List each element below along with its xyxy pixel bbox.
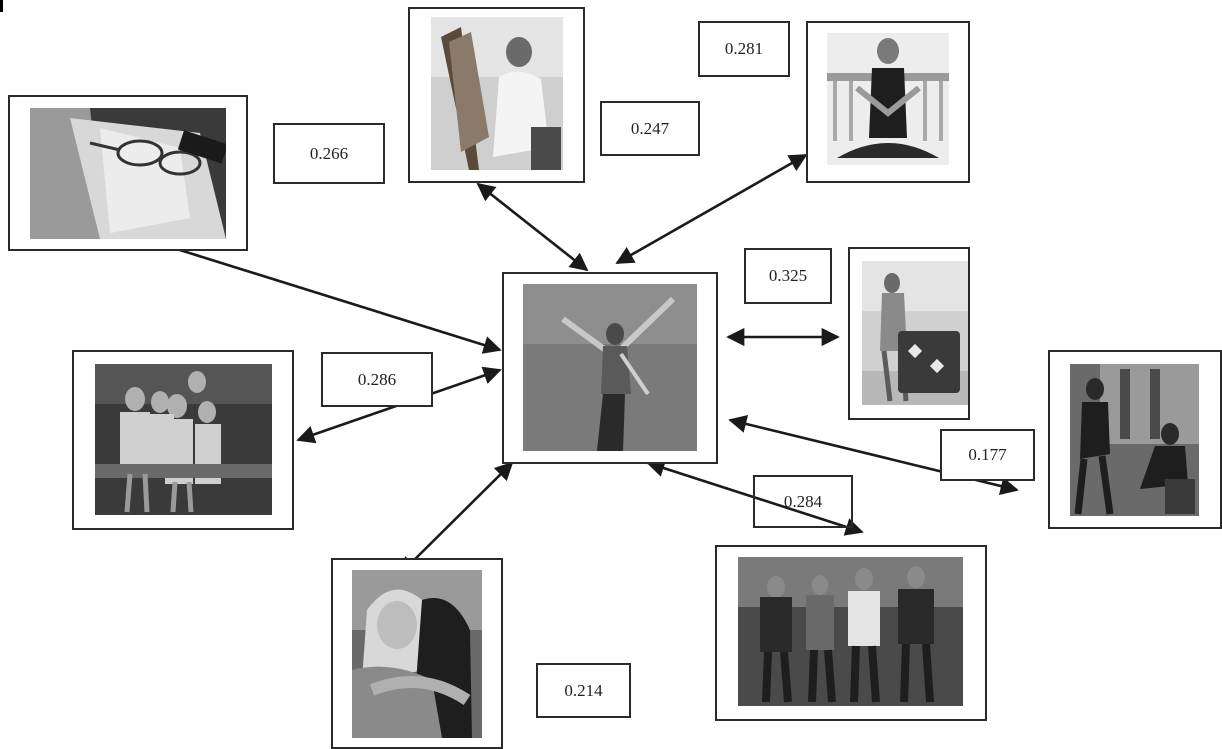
walking-group-photo [738, 557, 963, 706]
arrow-painter [476, 182, 589, 272]
arrow-hug [398, 461, 514, 576]
center-outstretched-arms-photo [523, 284, 697, 451]
woman-hugging-dog-photo [352, 570, 482, 738]
travel-suitcase-photo [862, 261, 968, 405]
family-group-photo [95, 364, 272, 515]
corner-mark [0, 0, 3, 12]
books-glasses-photo [30, 108, 226, 239]
score-label-dancing: 0.177 [940, 429, 1035, 481]
yoga-photo [827, 33, 949, 165]
score-label-yoga: 0.281 [698, 21, 790, 77]
score-label-painter: 0.247 [600, 101, 700, 156]
arrow-yoga [615, 153, 808, 265]
score-label-hug: 0.214 [536, 663, 631, 718]
painter-photo [431, 17, 563, 170]
score-label-books: 0.266 [273, 123, 385, 184]
score-label-family: 0.286 [321, 352, 433, 407]
arrow-books [133, 232, 502, 354]
dancing-couple-photo [1070, 364, 1199, 516]
score-label-travel: 0.325 [744, 248, 832, 304]
arrow-walking [646, 459, 864, 536]
score-label-walking: 0.284 [753, 475, 853, 528]
